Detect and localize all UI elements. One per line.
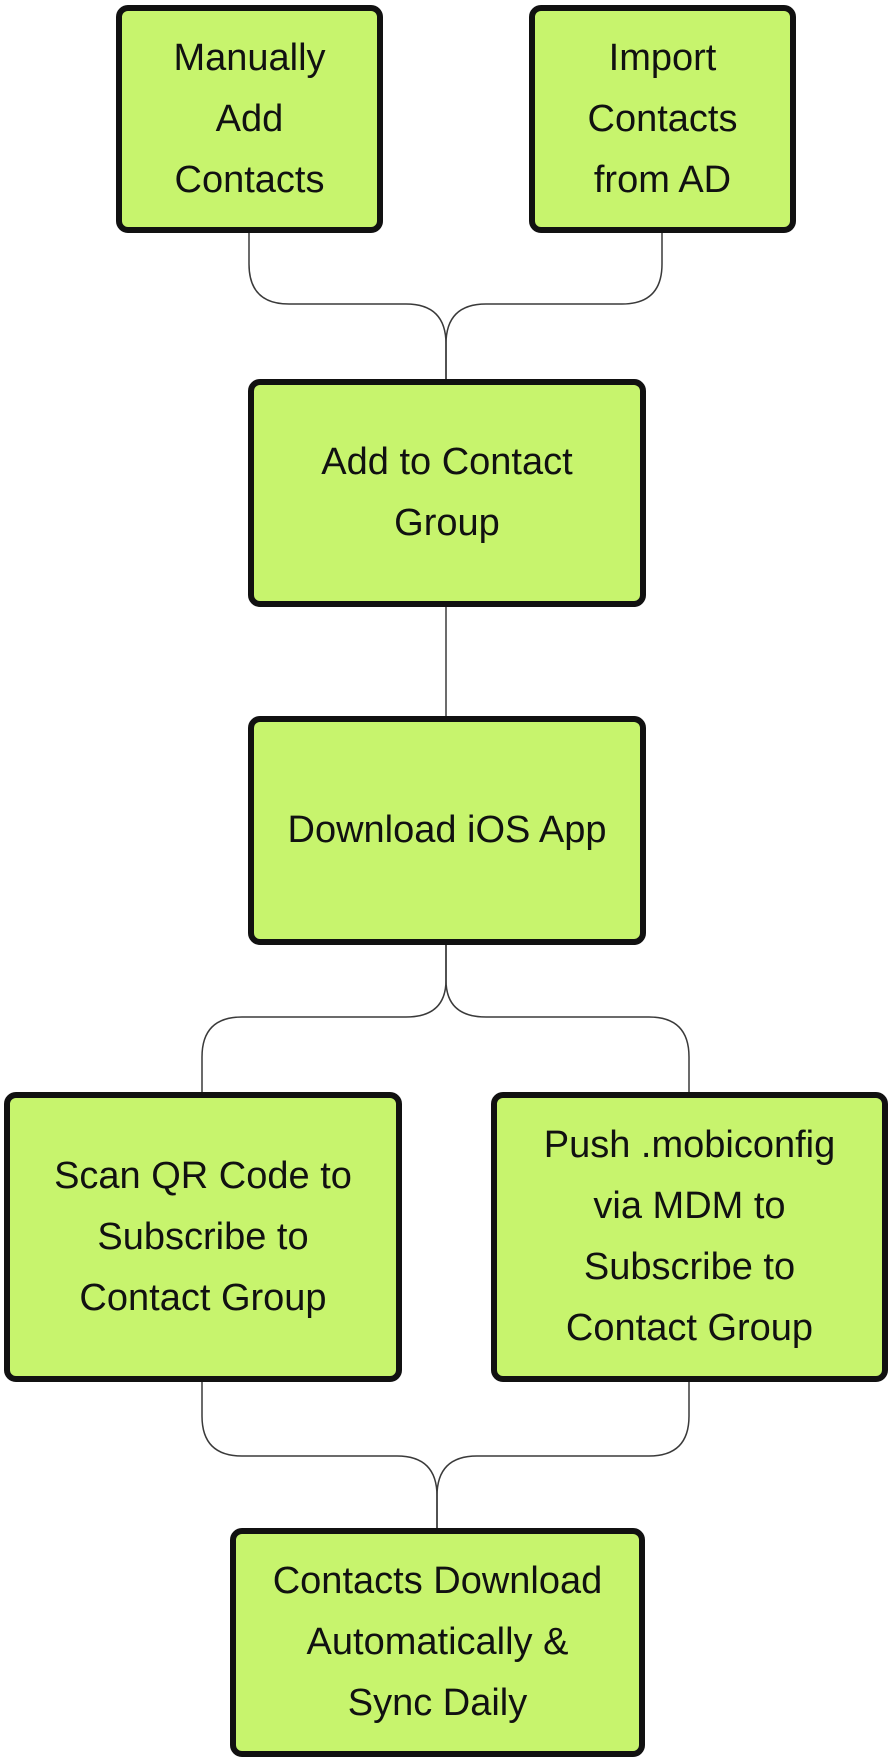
connector-manual-to-add bbox=[248, 233, 447, 379]
node-contacts-download-sync-daily: Contacts Download Automatically & Sync D… bbox=[230, 1528, 645, 1757]
node-download-ios-app: Download iOS App bbox=[248, 716, 646, 945]
node-label: Manually Add Contacts bbox=[173, 36, 326, 201]
connector-import-to-add bbox=[445, 233, 663, 379]
node-import-contacts-from-ad: Import Contacts from AD bbox=[529, 5, 796, 233]
node-label: Download iOS App bbox=[287, 809, 607, 851]
node-add-to-contact-group: Add to Contact Group bbox=[248, 379, 646, 607]
node-manually-add-contacts: Manually Add Contacts bbox=[116, 5, 383, 233]
node-label: Scan QR Code to Subscribe to Contact Gro… bbox=[54, 1154, 352, 1319]
node-label: Push .mobiconfig via MDM to Subscribe to… bbox=[543, 1124, 836, 1349]
connector-scan-to-sync bbox=[201, 1382, 438, 1528]
node-scan-qr-code: Scan QR Code to Subscribe to Contact Gro… bbox=[4, 1092, 402, 1382]
node-label: Import Contacts from AD bbox=[587, 36, 738, 201]
connector-push-to-sync bbox=[436, 1382, 690, 1528]
node-push-mobiconfig-via-mdm: Push .mobiconfig via MDM to Subscribe to… bbox=[491, 1092, 888, 1382]
connector-download-to-push bbox=[445, 945, 690, 1092]
node-label: Contacts Download Automatically & Sync D… bbox=[272, 1560, 603, 1724]
node-label: Add to Contact Group bbox=[321, 441, 573, 544]
connector-download-to-scan bbox=[201, 945, 447, 1092]
